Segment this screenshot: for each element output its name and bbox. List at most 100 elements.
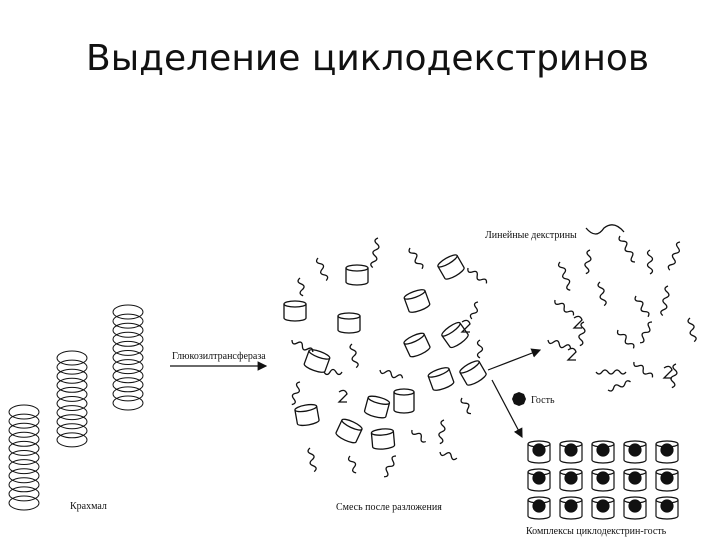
inclusion-complex	[655, 440, 679, 464]
linear-dextrin-chain	[618, 235, 636, 263]
guest-molecule-inside	[564, 443, 578, 457]
dextrin-chain	[349, 343, 359, 369]
cylinder-top	[370, 428, 395, 436]
cylinder-top	[459, 360, 480, 374]
arrow-to-complexes	[491, 379, 523, 439]
linear-dextrin-chain	[554, 299, 575, 316]
dextrin-chain	[370, 237, 380, 269]
inclusion-complex	[591, 440, 615, 464]
cylinder-body	[283, 304, 307, 322]
cylinder-body	[527, 472, 551, 492]
dextrin-chain	[291, 339, 314, 353]
cylinder-body	[559, 500, 583, 520]
cylinder-top	[341, 418, 363, 431]
cyclodextrin-ring	[393, 388, 415, 414]
dextrin-chain	[337, 389, 348, 403]
cylinder-body	[370, 431, 396, 450]
guest-molecule-inside	[660, 443, 674, 457]
inclusion-complex	[591, 468, 615, 492]
linear-dextrin-chain	[616, 329, 635, 349]
cylinder-body	[559, 472, 583, 492]
cylinder-top	[283, 300, 307, 308]
starch-helix	[56, 350, 88, 448]
linear-dextrin-chain	[578, 321, 586, 347]
linear-dextrin-chain	[639, 321, 653, 344]
linear-dextrin-chain	[634, 295, 650, 318]
inclusion-complex	[527, 468, 551, 492]
cyclodextrin-ring	[370, 428, 396, 450]
linear-dextrin-chain	[633, 361, 654, 378]
complexes-label: Комплексы циклодекстрин-гость	[526, 526, 667, 537]
inclusion-complex	[623, 440, 647, 464]
cylinder-body	[335, 419, 363, 444]
cylinder-body	[623, 472, 647, 492]
cylinder-body	[337, 316, 361, 334]
inclusion-complex	[527, 496, 551, 520]
guest-molecule-inside	[660, 471, 674, 485]
cylinder-body	[294, 406, 320, 427]
cylinder-top	[345, 264, 369, 272]
guest-molecule-inside	[564, 471, 578, 485]
cylinder-top	[393, 388, 415, 396]
cylinder-body	[559, 444, 583, 464]
linear-dextrin-chain	[597, 281, 607, 307]
cylinder-top	[308, 349, 331, 360]
starch-label: Крахмал	[70, 501, 107, 512]
guest-molecule-inside	[628, 471, 642, 485]
guest-molecule-inside	[532, 471, 546, 485]
cyclodextrin-ring	[459, 360, 487, 386]
dextrin-chain	[307, 447, 317, 473]
linear-dextrin-chain	[595, 369, 627, 375]
inclusion-complex	[655, 468, 679, 492]
guest-molecule-inside	[532, 499, 546, 513]
linear-dextrin-chain	[572, 315, 583, 329]
linear-dextrin-chain	[566, 347, 577, 361]
inclusion-complex	[623, 496, 647, 520]
inclusion-complex	[559, 468, 583, 492]
cylinder-body	[403, 290, 431, 313]
inclusion-complexes-grid	[527, 440, 679, 520]
cylinder-body	[345, 268, 369, 286]
degradation-mixture	[283, 237, 488, 478]
linear-dextrin-chain	[585, 224, 625, 235]
guest-molecule-inside	[628, 443, 642, 457]
inclusion-complex	[655, 496, 679, 520]
cylinder-body	[527, 500, 551, 520]
cylinder-top	[403, 332, 425, 345]
linear-dextrin-chain	[557, 261, 571, 291]
dextrin-chain	[315, 257, 329, 281]
inclusion-complex	[527, 440, 551, 464]
cyclodextrin-ring	[337, 312, 361, 334]
linear-dextrin-chain	[607, 380, 631, 392]
dextrin-chain	[438, 419, 446, 445]
cylinder-body	[363, 397, 391, 419]
cylinder-body	[623, 444, 647, 464]
cylinder-body	[459, 361, 487, 386]
starch-helix	[8, 404, 40, 511]
cyclodextrin-ring	[427, 367, 455, 391]
arrow-to-linear-dextrins	[487, 348, 542, 371]
cylinder-top	[294, 403, 318, 413]
cylinder-body	[623, 500, 647, 520]
linear-dextrin-chain	[662, 365, 673, 379]
dextrin-chain	[291, 381, 301, 406]
inclusion-complex	[559, 440, 583, 464]
linear-dextrin-chain	[547, 339, 572, 349]
guest-molecule-inside	[596, 471, 610, 485]
cylinder-top	[403, 289, 426, 300]
cylinder-top	[437, 254, 458, 268]
linear-dextrins-group	[547, 224, 697, 392]
cylinder-body	[655, 444, 679, 464]
cylinder-body	[441, 322, 469, 349]
enzyme-label: Глюкозилтрансфераза	[172, 351, 266, 362]
dextrin-chain	[439, 451, 458, 461]
dextrin-chain	[469, 301, 479, 320]
dextrin-chain	[383, 455, 397, 478]
dextrin-chain	[323, 368, 343, 376]
cylinder-body	[591, 472, 615, 492]
cylinder-top	[427, 367, 450, 378]
dextrin-chain	[460, 397, 472, 415]
inclusion-complex	[559, 496, 583, 520]
linear-dextrin-chain	[660, 285, 670, 317]
slide-title: Выделение циклодекстринов	[86, 38, 650, 79]
